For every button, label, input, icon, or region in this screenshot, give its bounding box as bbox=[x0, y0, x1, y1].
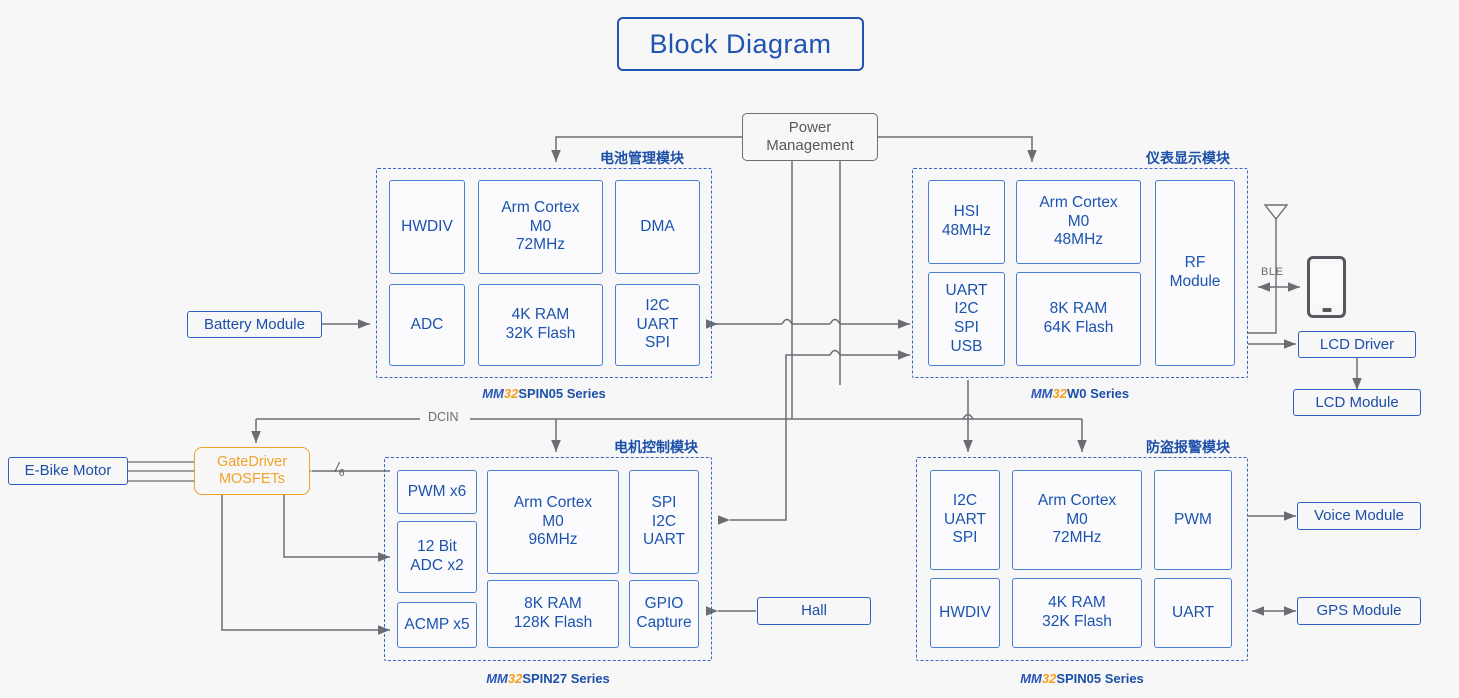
block-dma-battery: DMA bbox=[615, 180, 700, 274]
block-adc-motor: 12 Bit ADC x2 bbox=[397, 521, 477, 593]
battery-module-box[interactable]: Battery Module bbox=[187, 311, 322, 338]
bus-width-label: /6 bbox=[335, 459, 344, 479]
ble-label: BLE bbox=[1261, 266, 1284, 278]
bus-width-value: 6 bbox=[338, 467, 345, 479]
series-32-battery: 32 bbox=[503, 386, 519, 401]
ebike-motor-box[interactable]: E-Bike Motor bbox=[8, 457, 128, 485]
block-adc-battery: ADC bbox=[389, 284, 465, 366]
gps-module-box[interactable]: GPS Module bbox=[1297, 597, 1421, 625]
display-module-group bbox=[912, 168, 1248, 378]
hall-box[interactable]: Hall bbox=[757, 597, 871, 625]
series-rest-alarm: SPIN05 Series bbox=[1056, 671, 1144, 686]
block-core-motor: Arm Cortex M0 96MHz bbox=[487, 470, 619, 574]
series-rest-battery: SPIN05 Series bbox=[518, 386, 606, 401]
motor-control-group bbox=[384, 457, 712, 661]
block-core-battery: Arm Cortex M0 72MHz bbox=[478, 180, 603, 274]
block-ram-motor: 8K RAM 128K Flash bbox=[487, 580, 619, 648]
block-ram-alarm: 4K RAM 32K Flash bbox=[1012, 578, 1142, 648]
block-core-display: Arm Cortex M0 48MHz bbox=[1016, 180, 1141, 264]
series-mm-motor: MM bbox=[486, 671, 508, 686]
dcin-label: DCIN bbox=[424, 410, 463, 424]
series-32-display: 32 bbox=[1052, 386, 1067, 401]
phone-home-button bbox=[1322, 308, 1331, 312]
block-rf-display: RF Module bbox=[1155, 180, 1235, 366]
block-pwm-alarm: PWM bbox=[1154, 470, 1232, 570]
block-comm-battery: I2C UART SPI bbox=[615, 284, 700, 366]
motor-control-cn-label: 电机控制模块 bbox=[614, 439, 698, 455]
series-rest-motor: SPIN27 Series bbox=[522, 671, 610, 686]
series-mm-display: MM bbox=[1030, 386, 1053, 401]
series-rest-display: W0 Series bbox=[1066, 386, 1130, 401]
lcd-module-box[interactable]: LCD Module bbox=[1293, 389, 1421, 416]
phone-screen bbox=[1312, 263, 1341, 305]
block-comm-display: UART I2C SPI USB bbox=[928, 272, 1005, 366]
series-label-battery: MM32SPIN05 Series bbox=[376, 386, 712, 401]
alarm-module-cn-label: 防盗报警模块 bbox=[1146, 439, 1230, 455]
power-management-block: Power Management bbox=[742, 113, 878, 161]
block-hwdiv-alarm: HWDIV bbox=[930, 578, 1000, 648]
block-comm-alarm: I2C UART SPI bbox=[930, 470, 1000, 570]
voice-module-box[interactable]: Voice Module bbox=[1297, 502, 1421, 530]
block-acmp-motor: ACMP x5 bbox=[397, 602, 477, 648]
series-label-display: MM32W0 Series bbox=[912, 386, 1248, 401]
series-label-alarm: MM32SPIN05 Series bbox=[916, 671, 1248, 686]
display-module-cn-label: 仪表显示模块 bbox=[1146, 150, 1230, 166]
block-core-alarm: Arm Cortex M0 72MHz bbox=[1012, 470, 1142, 570]
block-uart-alarm: UART bbox=[1154, 578, 1232, 648]
block-gpio-motor: GPIO Capture bbox=[629, 580, 699, 648]
block-ram-battery: 4K RAM 32K Flash bbox=[478, 284, 603, 366]
series-32-motor: 32 bbox=[507, 671, 523, 686]
series-mm-battery: MM bbox=[482, 386, 504, 401]
battery-management-cn-label: 电池管理模块 bbox=[600, 150, 684, 166]
bus-slash: / bbox=[335, 459, 339, 475]
block-pwm-motor: PWM x6 bbox=[397, 470, 477, 514]
smartphone-icon bbox=[1307, 256, 1346, 318]
series-mm-alarm: MM bbox=[1020, 671, 1042, 686]
battery-management-group bbox=[376, 168, 712, 378]
alarm-module-group bbox=[916, 457, 1248, 661]
block-ram-display: 8K RAM 64K Flash bbox=[1016, 272, 1141, 366]
block-hwdiv-battery: HWDIV bbox=[389, 180, 465, 274]
series-label-motor: MM32SPIN27 Series bbox=[384, 671, 712, 686]
block-comm-motor: SPI I2C UART bbox=[629, 470, 699, 574]
block-hsi-display: HSI 48MHz bbox=[928, 180, 1005, 264]
series-32-alarm: 32 bbox=[1041, 671, 1057, 686]
page-title: Block Diagram bbox=[617, 17, 864, 71]
gate-driver-mosfets-box[interactable]: GateDriver MOSFETs bbox=[194, 447, 310, 495]
lcd-driver-box[interactable]: LCD Driver bbox=[1298, 331, 1416, 358]
